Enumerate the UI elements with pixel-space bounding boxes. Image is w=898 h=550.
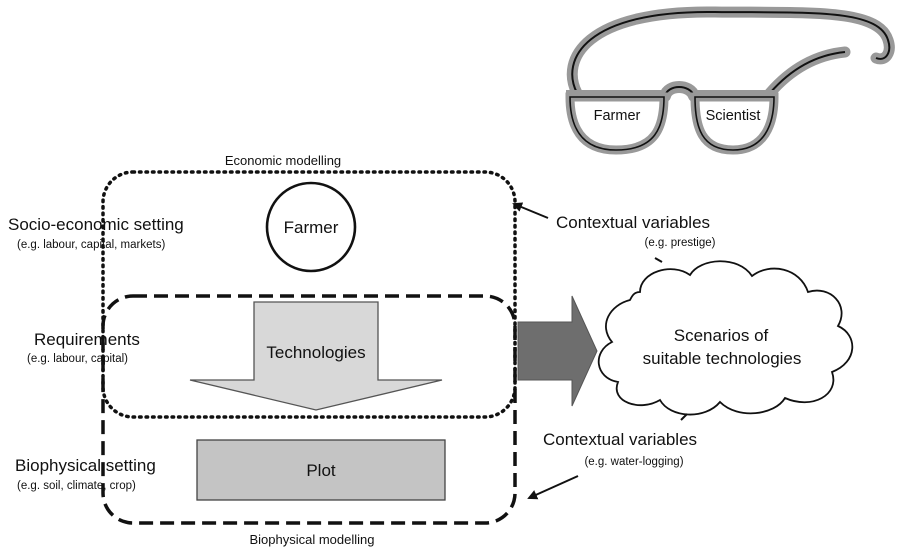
contextual-variables-top-label: Contextual variables [556,213,710,232]
right-lens-label: Scientist [706,108,761,124]
requirements-label: Requirements [34,330,140,349]
contextual-top-arrow [512,202,549,219]
technologies-label: Technologies [266,343,365,362]
scenarios-label-line2: suitable technologies [643,349,802,368]
glasses-icon [565,6,895,155]
biophysical-setting-example: (e.g. soil, climate, crop) [17,480,136,492]
farmer-circle [265,181,357,273]
biophysical-modelling-title: Biophysical modelling [249,532,374,547]
biophysical-modelling-box [101,294,517,525]
biophysical-setting-label: Biophysical setting [15,456,156,475]
plot-label: Plot [306,461,336,480]
contextual-variables-bottom-label: Contextual variables [543,430,697,449]
contextual-variables-top-example: (e.g. prestige) [645,237,716,249]
scenarios-label-line1: Scenarios of [674,326,769,345]
requirements-example: (e.g. labour, capital) [27,353,128,365]
economic-modelling-title: Economic modelling [225,153,341,168]
plot-box [196,439,446,501]
farmer-label: Farmer [284,218,339,237]
socio-economic-setting-label: Socio-economic setting [8,215,184,234]
technologies-arrow [189,301,443,411]
contextual-bottom-arrow [527,475,579,500]
scenario-arrow [517,295,598,407]
contextual-variables-bottom-example: (e.g. water-logging) [584,456,683,468]
contextual-top-connector [654,257,663,263]
scenarios-cloud [597,260,854,416]
contextual-bottom-connector [680,413,688,421]
economic-modelling-box [101,170,517,419]
socio-economic-setting-example: (e.g. labour, capital, markets) [17,239,165,251]
left-lens-label: Farmer [594,108,641,124]
